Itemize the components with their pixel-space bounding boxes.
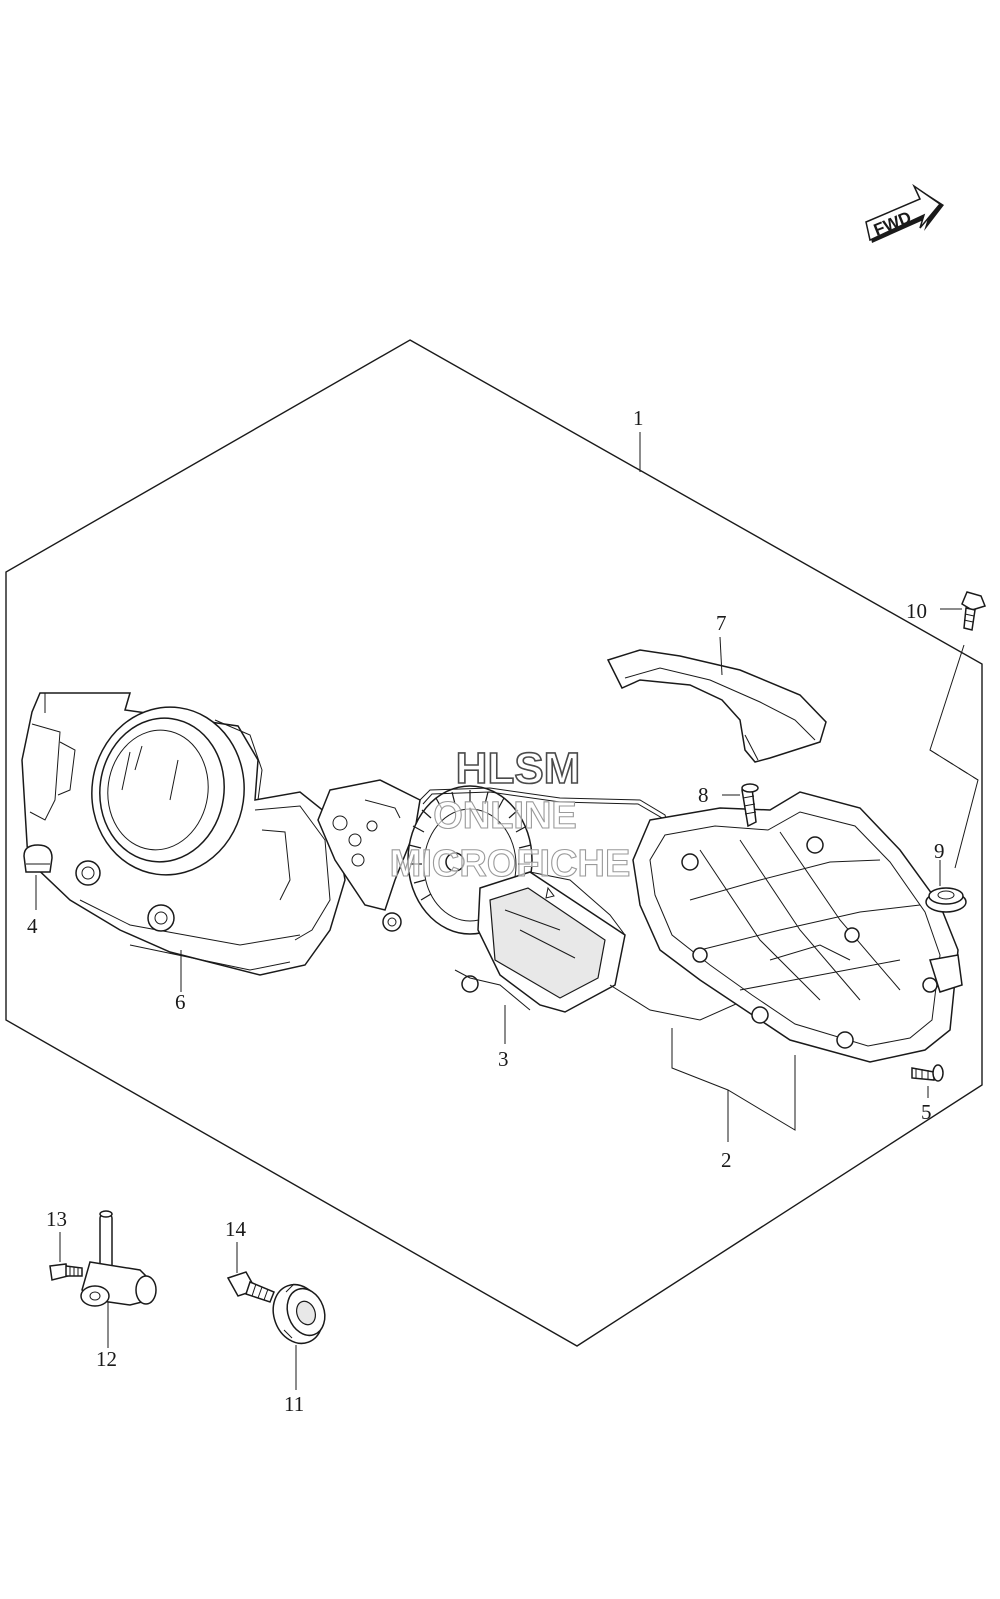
meter-assembly-center	[317, 779, 761, 1021]
watermark-line-3: MICROFICHE	[390, 843, 631, 885]
callout-14: 14	[225, 1217, 247, 1241]
visor-cover	[606, 649, 827, 763]
gauge-ring	[91, 706, 263, 876]
callout-3: 3	[498, 1047, 509, 1071]
grommet-part-9	[925, 860, 967, 913]
screw-part-14	[226, 1242, 275, 1303]
callout-10: 10	[906, 599, 927, 623]
bulb-part-4	[23, 844, 53, 910]
screw-part-8	[722, 783, 759, 828]
watermark-line-2: ONLINE	[433, 795, 577, 837]
screw-part-13	[49, 1232, 83, 1281]
leader-lines	[180, 636, 796, 1142]
callout-8: 8	[698, 783, 709, 807]
screw-part-5	[911, 1064, 944, 1098]
watermark: HLSM ONLINE MICROFICHE	[389, 743, 631, 885]
meter-case-rear	[632, 791, 963, 1063]
tach-dial-ticks	[408, 790, 532, 901]
callout-labels: 1 2 3 4 5 6 7 8 9 10 11 12 13 14	[27, 406, 945, 1416]
callout-12: 12	[96, 1347, 117, 1371]
sensor-part-12	[80, 1210, 157, 1348]
assembly-boundary-outline	[5, 339, 983, 1347]
callout-1: 1	[633, 406, 644, 430]
fwd-direction-arrow-icon: FWD	[865, 183, 944, 243]
callout-9: 9	[934, 839, 945, 863]
callout-5: 5	[921, 1100, 932, 1124]
callout-2: 2	[721, 1148, 732, 1172]
callout-13: 13	[46, 1207, 67, 1231]
bolt-part-10	[929, 591, 986, 869]
collar-part-11	[272, 1283, 326, 1390]
callout-7: 7	[716, 611, 727, 635]
watermark-line-1: HLSM	[456, 744, 581, 793]
fwd-label: FWD	[871, 208, 914, 240]
callout-4: 4	[27, 914, 38, 938]
callout-11: 11	[284, 1392, 304, 1416]
callout-6: 6	[175, 990, 186, 1014]
